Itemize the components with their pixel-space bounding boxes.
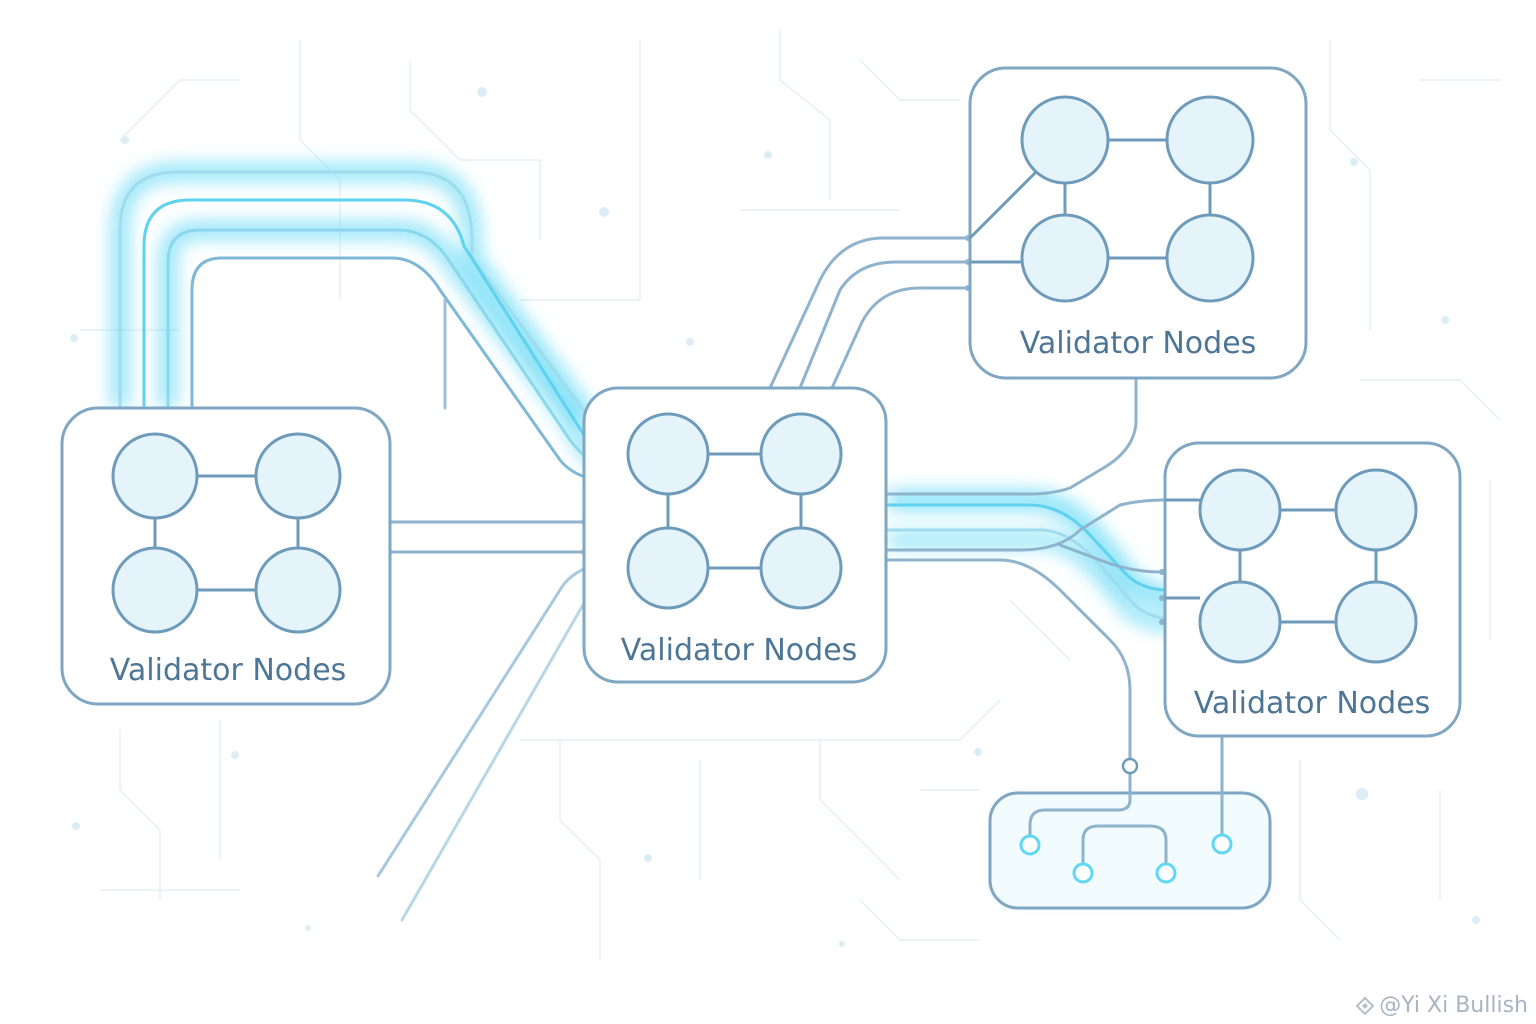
validator-node [1020,213,1110,303]
validator-node [1165,95,1255,185]
cluster-center: Validator Nodes [582,386,888,684]
cluster-label: Validator Nodes [621,633,858,668]
validator-node [1334,468,1418,552]
validator-node [759,526,843,610]
validator-node [626,526,710,610]
cluster-label: Validator Nodes [110,653,347,688]
watermark-logo-icon [1355,996,1375,1015]
watermark-text: @Yi Xi Bullish [1379,993,1528,1018]
chip-pin [1211,833,1233,855]
validator-node [1198,580,1282,664]
chip-pin [1019,834,1041,856]
validator-node [1165,213,1255,303]
validator-node [111,432,199,520]
cluster-right: Validator Nodes [1163,441,1462,738]
background-dots [70,87,1480,947]
cluster-label: Validator Nodes [1020,326,1257,361]
chip-module [988,740,1272,910]
chip-pin [1155,862,1177,884]
validator-node [1198,468,1282,552]
cluster-label: Validator Nodes [1194,686,1431,721]
validator-node [254,432,342,520]
validator-node [1020,95,1110,185]
validator-node [626,412,710,496]
validator-node [254,546,342,634]
chip-pin [1072,862,1094,884]
watermark: @Yi Xi Bullish [1355,993,1528,1018]
validator-node [1334,580,1418,664]
cluster-left: Validator Nodes [60,406,392,706]
validator-node [759,412,843,496]
junction-node [1121,757,1139,775]
validator-node [111,546,199,634]
cluster-top-right: Validator Nodes [968,66,1308,380]
background-circuit [80,30,1501,960]
